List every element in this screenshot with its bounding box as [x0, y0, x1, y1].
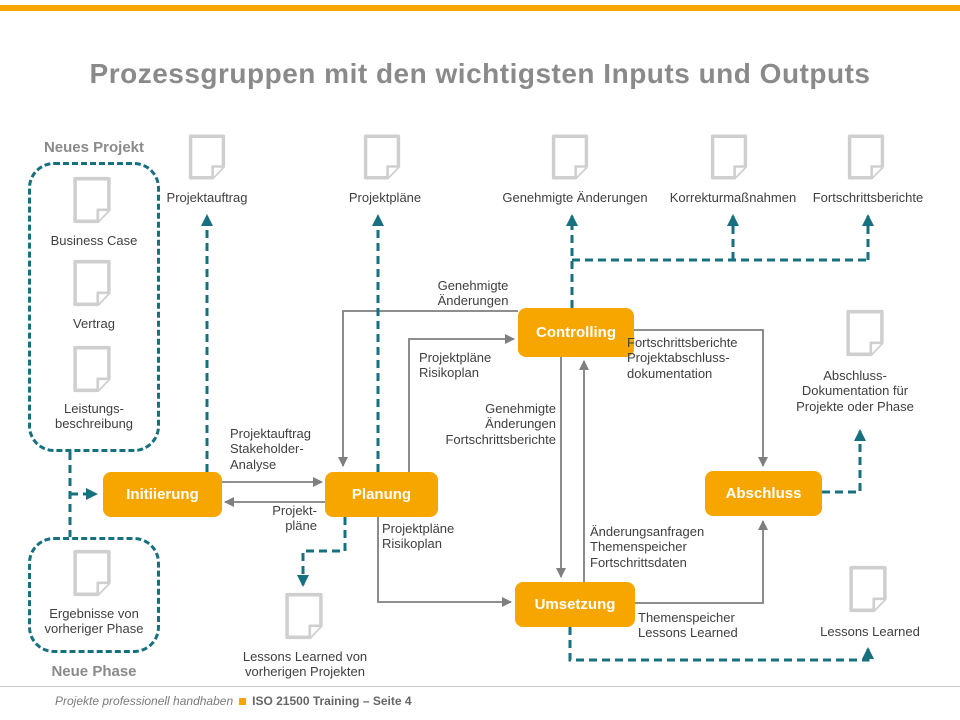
- label-leistungsbeschreibung: Leistungs- beschreibung: [54, 401, 134, 432]
- label-plan-to-init: Projekt- pläne: [272, 503, 317, 534]
- process-box-controlling: Controlling: [518, 308, 634, 357]
- label-korrekturmassnahmen: Korrekturmaßnahmen: [669, 190, 797, 205]
- process-box-abschluss: Abschluss: [705, 471, 822, 516]
- label-init-to-plan: Projektauftrag Stakeholder- Analyse: [230, 426, 311, 472]
- process-box-initiierung: Initiierung: [103, 472, 222, 517]
- document-icon-genehmigte-aenderungen: [551, 133, 589, 181]
- document-icon-ergebnisse: [71, 549, 113, 597]
- label-ergebnisse-vorherige-phase: Ergebnisse von vorheriger Phase: [44, 606, 144, 637]
- group-title-neues-projekt: Neues Projekt: [43, 139, 145, 156]
- label-plan-to-ums: Projektpläne Risikoplan: [382, 521, 455, 552]
- document-icon-vertrag: [71, 259, 113, 307]
- arrow-abschluss-to-abschluss-doku: [822, 429, 866, 494]
- page-title: Prozessgruppen mit den wichtigsten Input…: [89, 58, 871, 89]
- label-vertrag: Vertrag: [73, 316, 115, 331]
- label-lessons-learned-prev: Lessons Learned von vorherigen Projekten: [242, 649, 368, 680]
- footer-divider: [0, 686, 960, 687]
- label-projektplaene: Projektpläne: [348, 190, 422, 205]
- group-neues-projekt: [28, 162, 160, 452]
- document-icon-projektplaene: [363, 133, 401, 181]
- label-lessons-learned: Lessons Learned: [820, 624, 920, 639]
- footer: Projekte professionell handhaben ISO 215…: [55, 694, 412, 708]
- process-box-umsetzung: Umsetzung: [515, 582, 635, 627]
- label-business-case: Business Case: [50, 233, 138, 248]
- group-neue-phase: [28, 537, 160, 653]
- document-icon-leistungsbeschreibung: [71, 345, 113, 393]
- document-icon-fortschrittsberichte: [847, 133, 885, 181]
- footer-left-text: Projekte professionell handhaben: [55, 694, 234, 708]
- label-ctrl-to-plan: Genehmigte Änderungen: [437, 278, 509, 309]
- label-abschluss-doku: Abschluss- Dokumentation für Projekte od…: [796, 368, 914, 414]
- footer-right-text: ISO 21500 Training – Seite 4: [252, 694, 412, 708]
- label-genehmigte-aenderungen: Genehmigte Änderungen: [502, 190, 648, 205]
- footer-bullet-icon: [239, 697, 247, 705]
- label-ums-to-absch: Themenspeicher Lessons Learned: [638, 610, 738, 641]
- label-plan-to-ctrl: Projektpläne Risikoplan: [419, 350, 492, 381]
- label-fortschrittsberichte: Fortschrittsberichte: [812, 190, 924, 205]
- document-icon-business-case: [71, 176, 113, 224]
- document-icon-projektauftrag: [188, 133, 226, 181]
- document-icon-lessons-learned: [848, 565, 888, 613]
- process-box-planung: Planung: [325, 472, 438, 517]
- document-icon-abschluss-doku: [845, 309, 885, 357]
- group-title-neue-phase: Neue Phase: [51, 663, 137, 680]
- document-icon-lessons-learned-prev: [284, 592, 324, 640]
- top-accent-bar: [0, 5, 960, 11]
- label-ums-to-ctrl: Änderungsanfragen Themenspeicher Fortsch…: [590, 524, 705, 570]
- document-icon-korrekturmassnahmen: [710, 133, 748, 181]
- label-projektauftrag: Projektauftrag: [166, 190, 248, 205]
- label-ctrl-to-ums: Genehmigte Änderungen Fortschrittsberich…: [445, 401, 556, 447]
- label-ctrl-to-absch: Fortschrittsberichte Projektabschluss- d…: [627, 335, 738, 381]
